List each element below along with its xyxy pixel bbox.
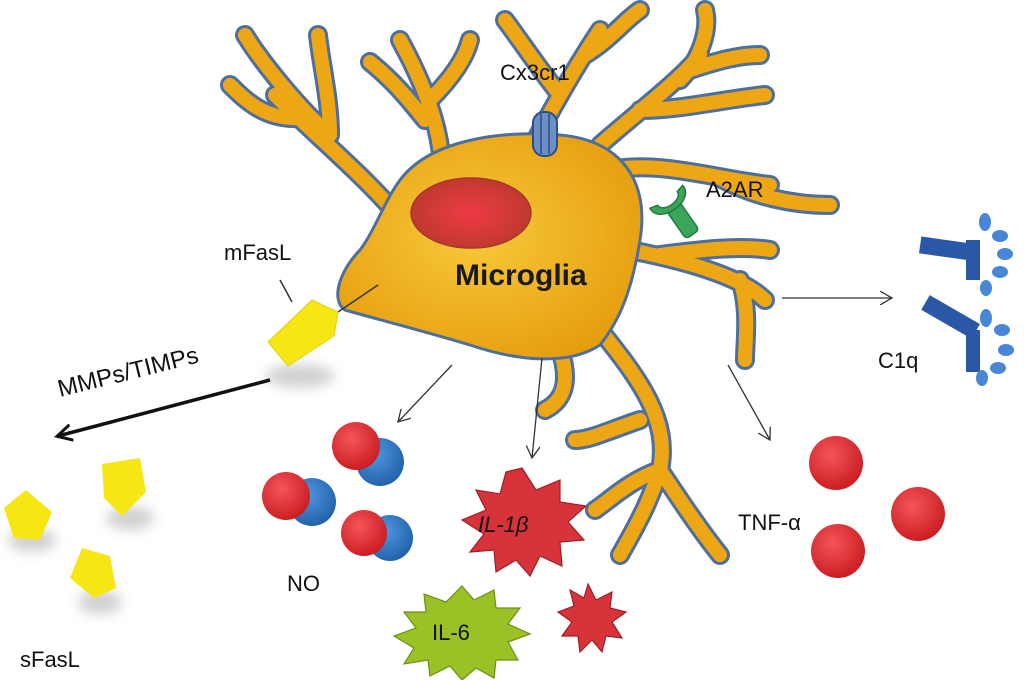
arrow-to-tnf bbox=[727, 364, 770, 440]
tnf-label: TNF-α bbox=[738, 510, 801, 535]
il6-burst bbox=[392, 585, 532, 680]
no-molecule bbox=[341, 510, 413, 561]
mfasl-ligand bbox=[266, 299, 339, 388]
tnf-molecule bbox=[809, 436, 863, 490]
il6-label: IL-6 bbox=[432, 620, 470, 645]
il1b-label: IL-1β bbox=[478, 512, 529, 537]
no-molecule bbox=[262, 472, 336, 526]
mmps-timps-label: MMPs/TIMPs bbox=[55, 342, 201, 403]
c1q-molecule bbox=[921, 295, 1014, 386]
cleavage-arrow bbox=[58, 378, 271, 436]
microglia-label: Microglia bbox=[455, 259, 587, 292]
a2ar-receptor bbox=[648, 184, 699, 239]
nucleus bbox=[410, 177, 532, 249]
c1q-label: C1q bbox=[878, 348, 918, 373]
il1b-burst bbox=[460, 467, 588, 578]
cx3cr1-channel bbox=[532, 111, 558, 157]
arrow-to-il1b bbox=[532, 357, 543, 458]
cell-processes-fill bbox=[223, 3, 837, 562]
mfasl-label: mFasL bbox=[224, 240, 291, 265]
sfasl-fragment bbox=[102, 458, 154, 530]
microglia-cell: Microglia bbox=[220, 0, 840, 565]
sfasl-fragment bbox=[70, 548, 122, 614]
sfasl-fragment bbox=[4, 490, 56, 552]
cytokine-burst-small bbox=[556, 582, 628, 654]
mfasl-pointer bbox=[279, 279, 293, 303]
c1q-molecule bbox=[919, 213, 1013, 296]
no-molecule bbox=[332, 422, 404, 486]
cx3cr1-label: Cx3cr1 bbox=[500, 60, 570, 85]
mfasl-stalk bbox=[337, 284, 379, 313]
arrow-to-no bbox=[398, 364, 453, 422]
no-label: NO bbox=[287, 571, 320, 596]
sfasl-label: sFasL bbox=[20, 647, 80, 672]
tnf-molecule bbox=[811, 524, 865, 578]
a2ar-label: A2AR bbox=[706, 177, 763, 202]
tnf-molecule bbox=[891, 487, 945, 541]
